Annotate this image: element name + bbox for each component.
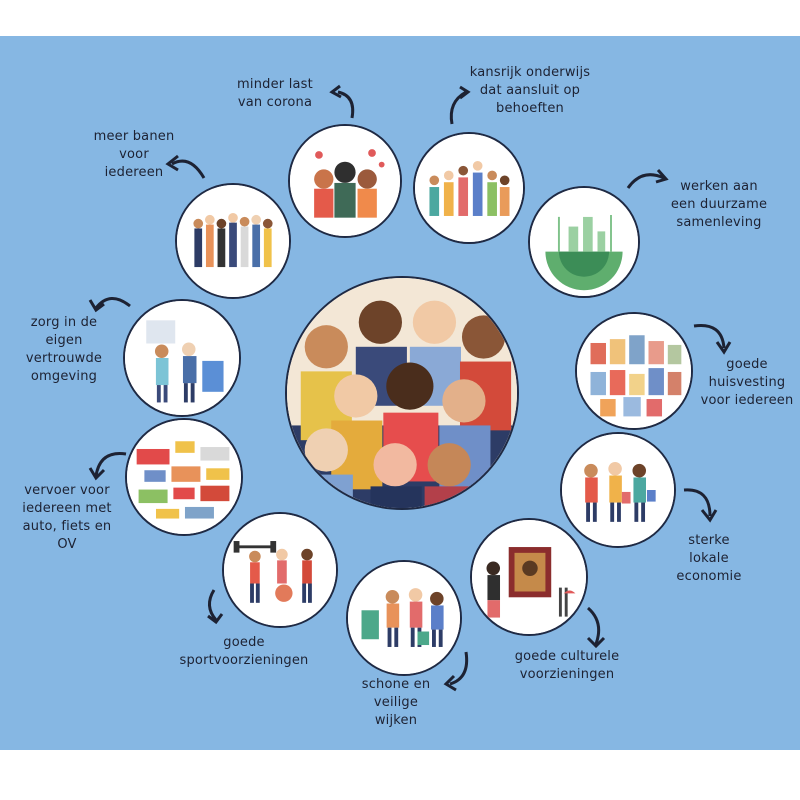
arrow-sport	[207, 589, 224, 625]
label-onderwijs: kansrijk onderwijs dat aansluit op behoe…	[469, 65, 591, 116]
sustainability-illustration	[528, 186, 640, 298]
education-illustration	[413, 132, 525, 244]
arrow-vervoer	[88, 451, 127, 481]
arrow-wijken	[443, 651, 469, 692]
label-huisvesting: goede huisvesting voor iedereen	[700, 357, 794, 408]
arrow-zorg	[88, 297, 131, 313]
transport-illustration	[125, 418, 243, 536]
arrow-banen	[165, 154, 206, 179]
label-corona: minder last van corona	[237, 77, 313, 110]
arrow-onderwijs	[449, 85, 471, 125]
arrow-cultuur	[586, 606, 606, 649]
arrow-huisvesting	[693, 323, 732, 355]
label-economie: sterke lokale economie	[676, 533, 742, 584]
center-people-illustration	[285, 276, 519, 510]
economy-illustration	[560, 432, 676, 548]
culture-illustration	[470, 518, 588, 636]
arrow-duurzaam	[626, 169, 669, 189]
label-vervoer: vervoer voor iedereen met auto, fiets en…	[22, 483, 112, 552]
arrow-economie	[683, 488, 718, 523]
label-banen: meer banen voor iedereen	[93, 129, 175, 180]
care-illustration	[123, 299, 241, 417]
jobs-illustration	[175, 183, 291, 299]
clean-neighbourhood-illustration	[346, 560, 462, 676]
label-wijken: schone en veilige wijken	[361, 677, 431, 728]
label-duurzaam: werken aan een duurzame samenleving	[670, 179, 768, 230]
corona-illustration	[288, 124, 402, 238]
sports-illustration	[222, 512, 338, 628]
label-cultuur: goede culturele voorzieningen	[514, 649, 620, 682]
label-zorg: zorg in de eigen vertrouwde omgeving	[25, 315, 103, 384]
housing-illustration	[575, 312, 693, 430]
label-sport: goede sportvoorzieningen	[179, 635, 309, 668]
arrow-corona	[329, 84, 355, 119]
